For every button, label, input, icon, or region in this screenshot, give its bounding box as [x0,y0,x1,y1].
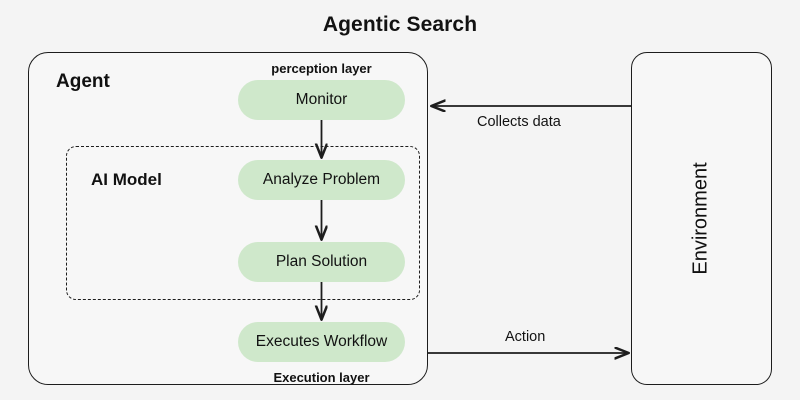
execution-layer-caption: Execution layer [273,370,370,385]
environment-label: Environment [631,52,772,385]
environment-container [631,52,772,385]
edge-label-action: Action [505,329,546,345]
ai-model-container [66,146,420,300]
perception-layer-caption: perception layer [271,61,372,76]
node-plan-solution[interactable]: Plan Solution [238,242,405,282]
node-monitor[interactable]: Monitor [238,80,405,120]
edge-label-collects-data: Collects data [477,114,561,130]
agent-label: Agent [56,71,110,92]
ai-model-label: AI Model [91,170,162,189]
node-analyze-problem[interactable]: Analyze Problem [238,160,405,200]
page-title: Agentic Search [322,13,478,36]
node-executes-workflow[interactable]: Executes Workflow [238,322,405,362]
environment-label-text: Environment [690,162,712,275]
